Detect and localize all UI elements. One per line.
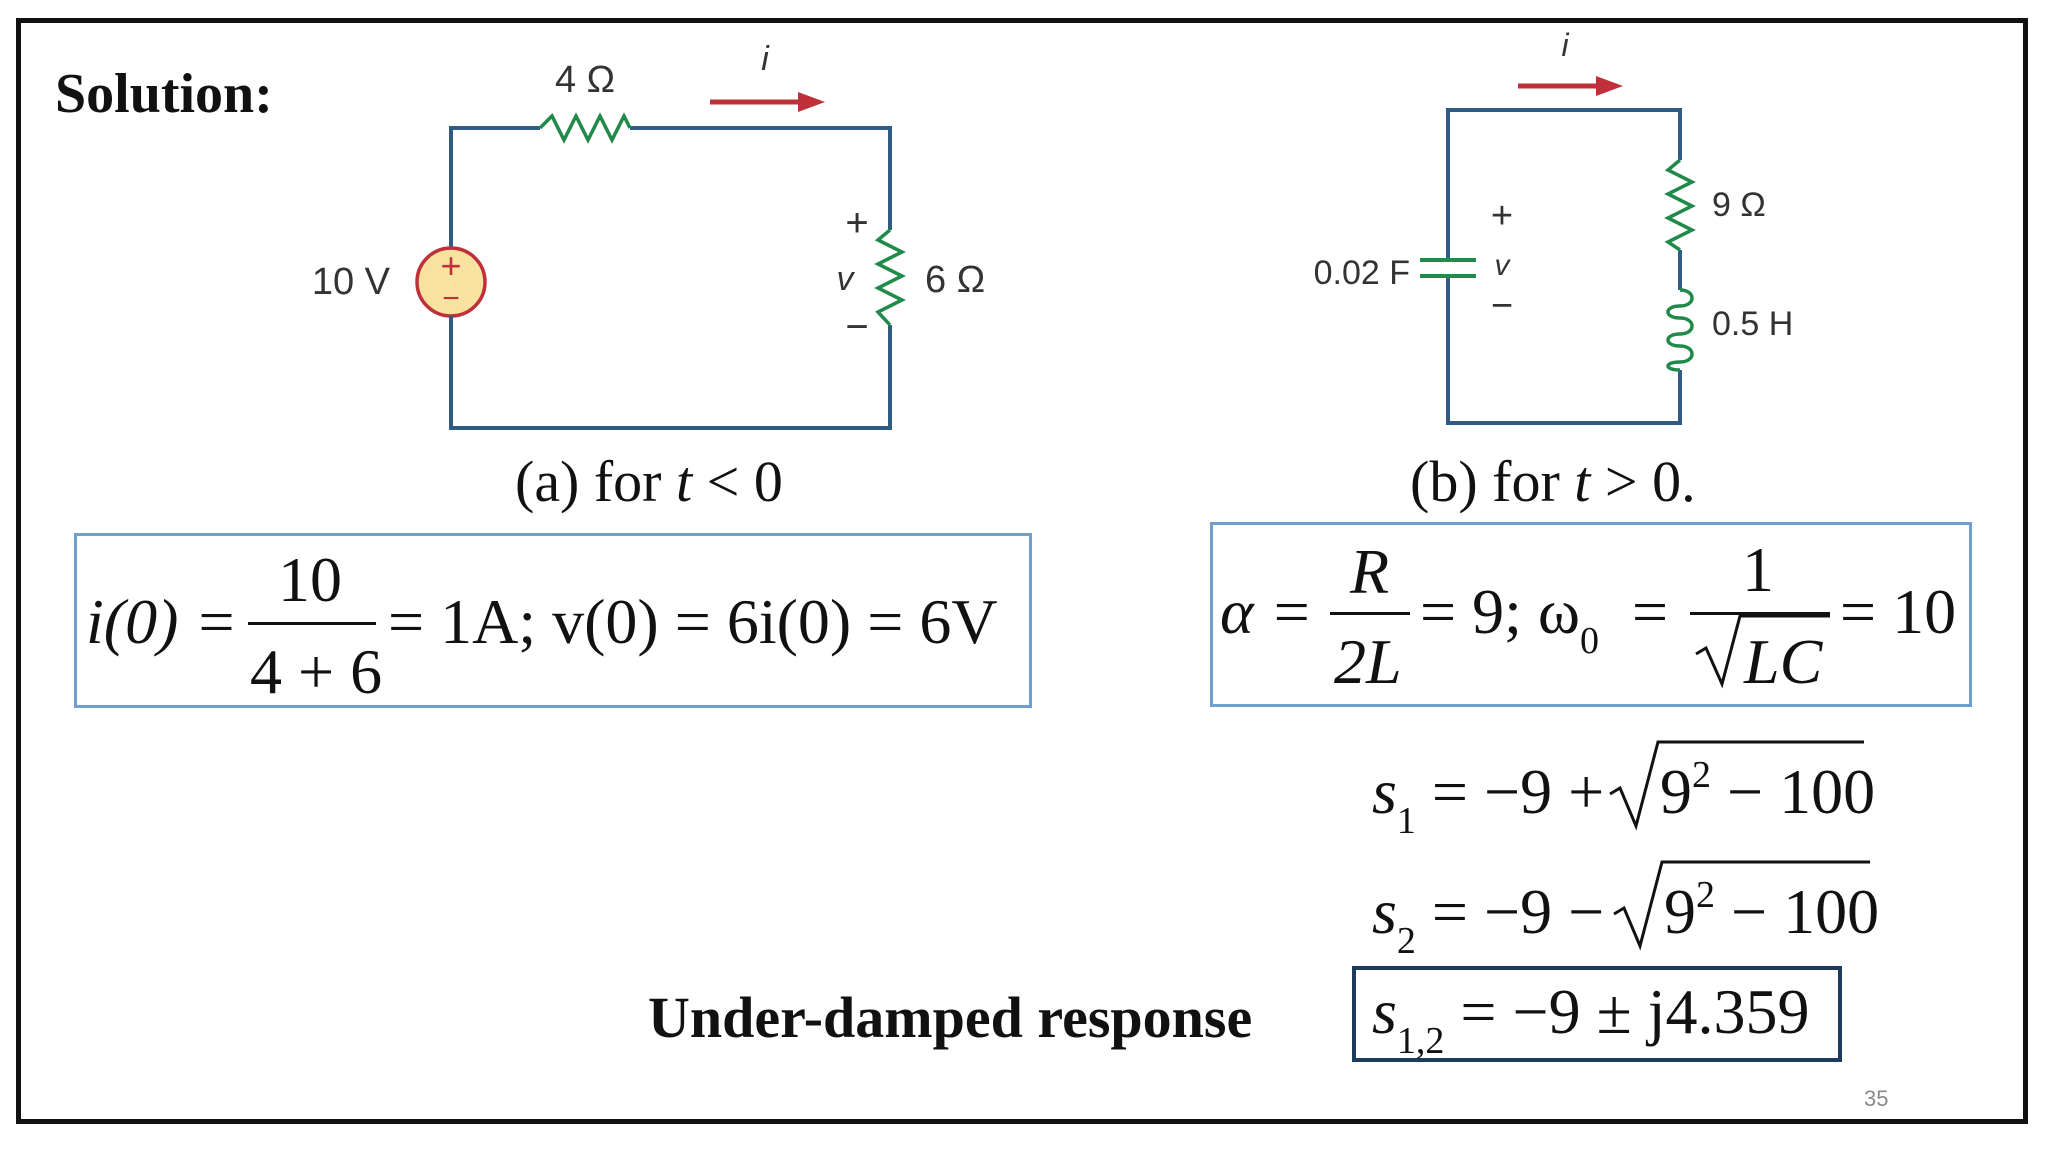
inductor-label: 0.5 H	[1712, 305, 1793, 343]
sqrt-sign-lc	[1695, 614, 1830, 689]
current-arrowhead-a	[798, 92, 825, 112]
eq-params-mid: = 9; ω0	[1420, 576, 1599, 662]
current-label-a: i	[761, 40, 770, 78]
sqrt-sign-s1	[1609, 740, 1864, 831]
underdamped-label: Under-damped response	[648, 985, 1253, 1050]
slide-heading: Solution:	[55, 63, 273, 125]
v-plus-b: +	[1491, 195, 1513, 237]
eq-alpha: α =	[1220, 576, 1313, 647]
page-number: 35	[1864, 1086, 1889, 1111]
sqrt-sign-s2	[1613, 860, 1870, 951]
current-arrowhead-b	[1596, 76, 1623, 96]
circuit-a-wires	[449, 126, 892, 430]
root-s1: s1 = −9 +	[1372, 756, 1605, 842]
eq-lc-denominator: LC	[1744, 626, 1823, 697]
v-plus-a: +	[845, 201, 868, 245]
result-expression: s1,2 = −9 ± j4.359	[1372, 976, 1810, 1062]
v-minus-b: −	[1491, 285, 1513, 327]
eq-one-numerator: 1	[1742, 534, 1774, 605]
v-label-b: v	[1495, 249, 1512, 282]
root-s2-radicand: 92 − 100	[1664, 874, 1880, 947]
v-minus-a: −	[845, 305, 868, 349]
circuit-b-wires	[1446, 108, 1682, 425]
result-box	[1352, 966, 1842, 1062]
eq-initial-denominator: 4 + 6	[250, 636, 383, 707]
root-s2: s2 = −9 −	[1372, 876, 1605, 962]
capacitor-label: 0.02 F	[1314, 254, 1410, 292]
eq-params-eqsign: =	[1632, 576, 1669, 647]
resistor-4ohm-label: 4 Ω	[555, 59, 615, 101]
source-label: 10 V	[312, 261, 391, 303]
eq-2l-denominator: 2L	[1334, 626, 1402, 697]
root-s1-radicand: 92 − 100	[1660, 754, 1876, 827]
resistor-9ohm	[1664, 158, 1696, 252]
eq-initial-numerator: 10	[278, 544, 342, 615]
eq-params-result: = 10	[1840, 576, 1957, 647]
resistor-4ohm	[538, 112, 632, 144]
current-label-b: i	[1561, 30, 1569, 63]
capacitor-icon	[1420, 258, 1476, 278]
resistor-6ohm-label: 6 Ω	[925, 259, 985, 301]
parameters-box	[1210, 522, 1972, 707]
circuit-b-diagram: 0.02 F + v − i 9 Ω 0.5 H	[1314, 30, 1793, 425]
resistor-6ohm	[874, 228, 906, 327]
eq-initial-lhs: i(0) =	[86, 586, 238, 657]
eq-initial-rest: = 1A; v(0) = 6i(0) = 6V	[388, 586, 998, 657]
eq-omega-fraction-bar	[1690, 612, 1830, 615]
inductor-icon	[1666, 288, 1694, 372]
eq-r-numerator: R	[1350, 536, 1390, 607]
caption-b: (b) for t > 0.	[1410, 449, 1696, 514]
eq-alpha-fraction-bar	[1330, 612, 1410, 615]
caption-a: (a) for t < 0	[515, 449, 783, 514]
v-label-a: v	[837, 260, 856, 298]
resistor-9ohm-label: 9 Ω	[1712, 186, 1766, 224]
source-plus: +	[440, 245, 461, 286]
eq-initial-fraction-bar	[248, 622, 376, 625]
source-minus: −	[442, 282, 460, 315]
slide-frame	[16, 18, 2028, 1124]
initial-conditions-box	[74, 533, 1032, 708]
circuit-a-diagram: 4 Ω i + − 10 V 6 Ω + v −	[312, 40, 985, 430]
